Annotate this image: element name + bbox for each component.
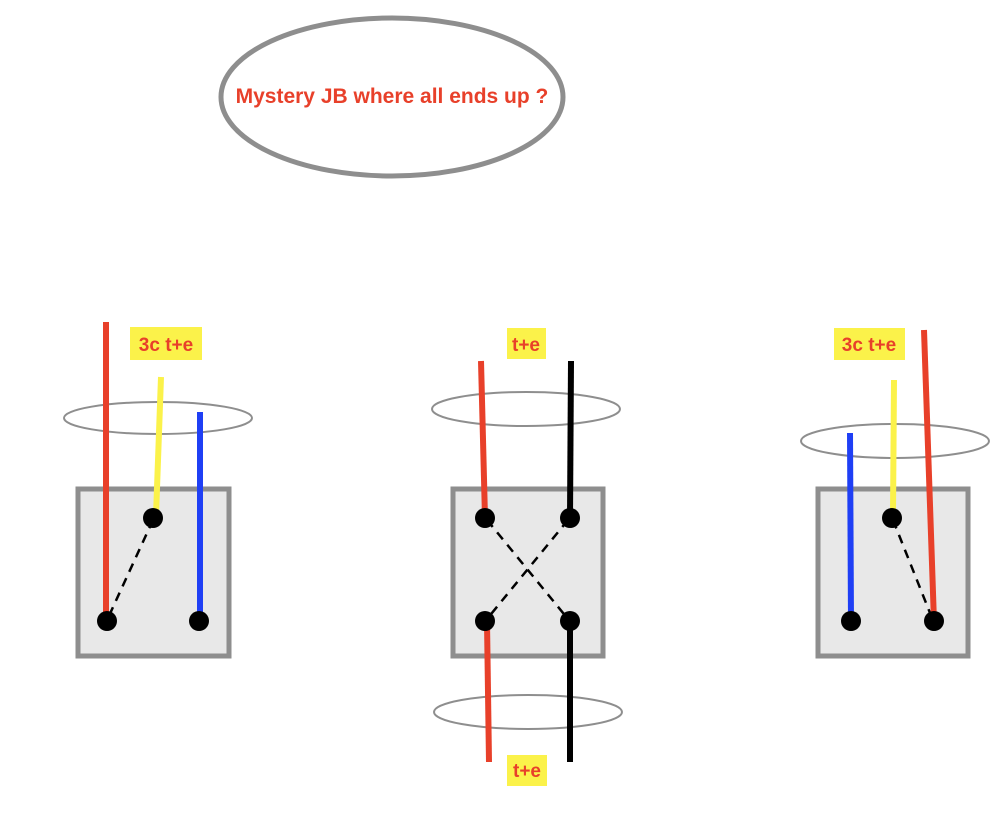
- middle-switch: t+e t+e: [431, 328, 623, 786]
- middle-top-black-wire: [567, 360, 574, 519]
- middle-bottom-cable-ring: [433, 694, 623, 730]
- diagram-title: Mystery JB where all ends up ?: [236, 85, 549, 108]
- right-terminal-l2: [924, 611, 944, 631]
- left-terminal-l1: [97, 611, 117, 631]
- junction-box-ellipse: [218, 15, 566, 179]
- middle-terminal-top-right: [560, 508, 580, 528]
- middle-contact-a: [486, 519, 569, 620]
- left-cable-label-bg: [130, 327, 202, 360]
- middle-top-cable-label: t+e: [512, 335, 540, 356]
- right-cable-label-bg: [834, 328, 905, 360]
- right-red-wire: [921, 329, 937, 623]
- middle-top-cable-ring: [431, 391, 621, 427]
- left-yellow-wire: [153, 376, 164, 517]
- middle-top-cable-label-bg: [507, 328, 546, 359]
- junction-box: Mystery JB where all ends up ?: [218, 15, 566, 179]
- right-switch-contact: [891, 519, 934, 619]
- middle-bottom-cable-label: t+e: [513, 761, 541, 782]
- middle-top-red-wire: [478, 360, 488, 519]
- middle-terminal-top-left: [475, 508, 495, 528]
- left-terminal-l2: [189, 611, 209, 631]
- left-switch: 3c t+e: [63, 322, 253, 659]
- right-blue-wire: [847, 432, 854, 623]
- right-yellow-wire: [890, 379, 897, 517]
- right-terminal-l1: [841, 611, 861, 631]
- left-terminal-common: [143, 508, 163, 528]
- right-switch: 3c t+e: [800, 328, 990, 659]
- left-switch-contact: [106, 519, 155, 619]
- middle-terminal-bottom-left: [475, 611, 495, 631]
- right-switch-plate: [815, 486, 971, 659]
- middle-switch-plate: [450, 486, 606, 659]
- right-terminal-common: [882, 508, 902, 528]
- right-cable-label: 3c t+e: [842, 335, 896, 356]
- left-cable-label: 3c t+e: [139, 335, 193, 356]
- middle-bottom-cable-label-bg: [507, 755, 547, 786]
- middle-contact-b: [486, 519, 569, 620]
- middle-terminal-bottom-right: [560, 611, 580, 631]
- middle-bottom-red-wire: [484, 621, 492, 763]
